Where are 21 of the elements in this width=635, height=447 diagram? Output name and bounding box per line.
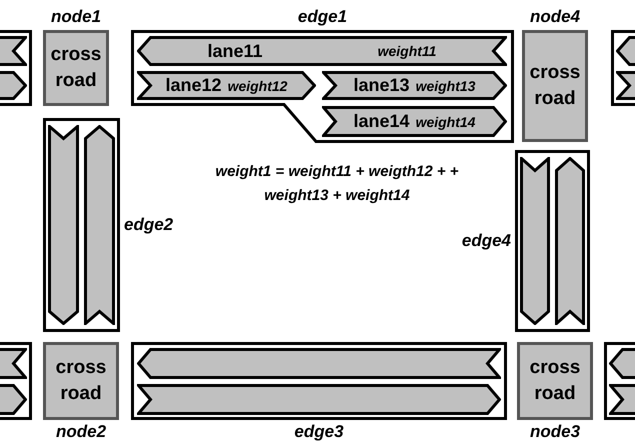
- road-name: edge4: [462, 231, 511, 251]
- crossroad-box: cross road: [522, 30, 588, 142]
- crossroad-box: cross road: [43, 30, 109, 106]
- lane-name: lane14: [354, 111, 410, 132]
- crossroad-box: cross road: [517, 342, 593, 420]
- lane-name: lane11: [208, 40, 263, 62]
- weight-label: weight13: [416, 78, 476, 94]
- weight-label: weight14: [416, 114, 476, 130]
- road-name: edge2: [124, 215, 174, 235]
- formula-text: weight1 = weight11 + weigth12 + + weight13 + weight14: [214, 162, 460, 206]
- node-label: node2: [54, 422, 108, 442]
- road-name: edge1: [296, 7, 348, 27]
- crossroad-box: cross road: [43, 342, 119, 420]
- lane-name: lane12: [166, 75, 222, 96]
- node-label: node1: [50, 7, 102, 27]
- road-name: edge3: [293, 422, 345, 442]
- node-label: node4: [528, 7, 582, 27]
- node-label: node3: [528, 422, 582, 442]
- weight-label: weight11: [378, 43, 436, 59]
- lane-name: lane13: [354, 75, 410, 96]
- weight-label: weight12: [228, 78, 288, 94]
